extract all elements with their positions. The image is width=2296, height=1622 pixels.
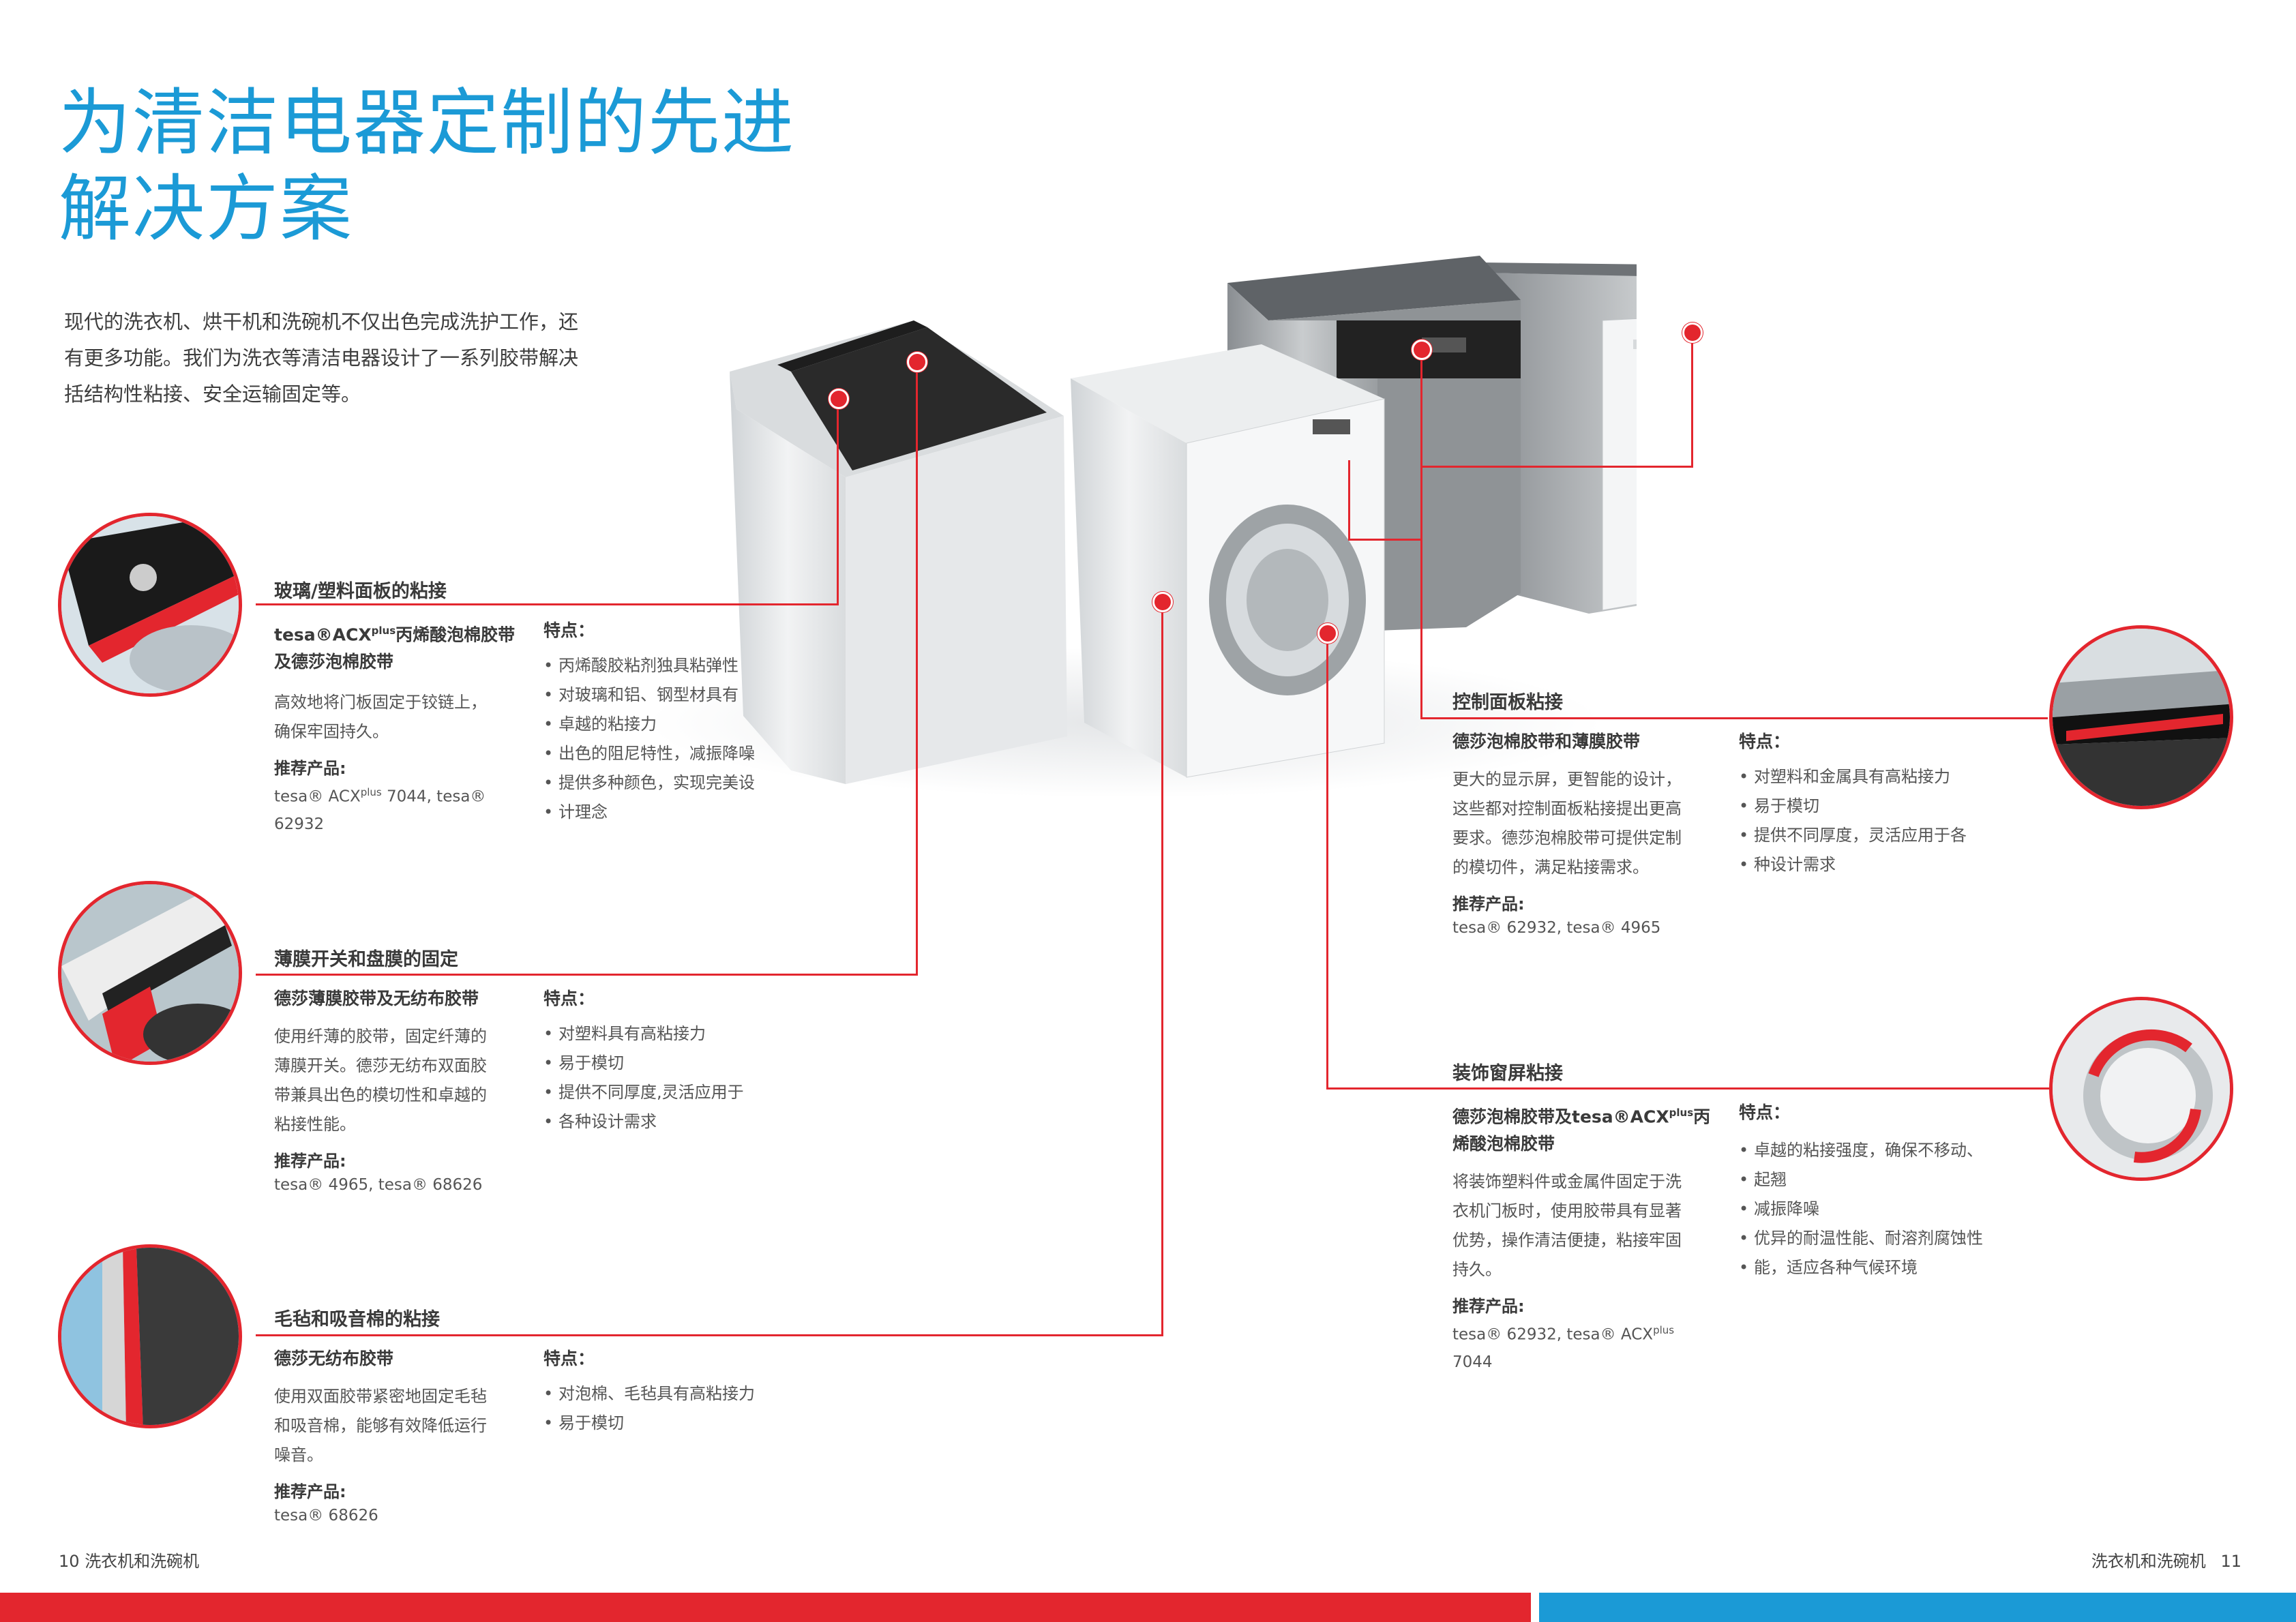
- section-glass-left: tesa®ACXplus丙烯酸泡棉胶带 及德莎泡棉胶带 高效地将门板固定于铰链上…: [274, 617, 520, 838]
- dishwasher-right-graphic: [1483, 262, 1637, 614]
- section-felt-features: 特点： 对泡棉、毛毡具有高粘接力 易于模切: [543, 1345, 789, 1438]
- hotspot-decor-window[interactable]: [1317, 623, 1338, 644]
- page-number-right: 11: [2220, 1552, 2241, 1571]
- section-title-glass: 玻璃/塑料面板的粘接: [274, 581, 447, 602]
- window-recommended: tesa® 62932, tesa® ACXplus 7044: [1452, 1324, 1675, 1371]
- detail-circle-felt: [58, 1244, 242, 1428]
- glass-description: 高效地将门板固定于铰链上，确保牢固持久。: [274, 693, 487, 742]
- section-window-features: 特点： 卓越的粘接强度，确保不移动、 起翘 减振降噪 优异的耐温性能、耐溶剂腐蚀…: [1739, 1099, 2025, 1282]
- felt-recommended: tesa® 68626: [274, 1507, 378, 1525]
- glass-subtitle: tesa®ACXplus丙烯酸泡棉胶带: [274, 625, 516, 645]
- detail-circle-glass-panel: [58, 513, 242, 697]
- hotspot-felt[interactable]: [1152, 592, 1173, 612]
- detail-circle-decor-window: [2049, 997, 2233, 1181]
- section-control-features: 特点： 对塑料和金属具有高粘接力 易于模切 提供不同厚度，灵活应用于各 种设计需…: [1739, 728, 2012, 880]
- detail-circle-membrane: [58, 881, 242, 1065]
- hotspot-glass-panel[interactable]: [829, 389, 849, 409]
- appliances-illustration: [648, 256, 1637, 798]
- section-title-control: 控制面板粘接: [1452, 692, 1563, 713]
- section-felt-left: 德莎无纺布胶带 使用双面胶带紧密地固定毛毡和吸音棉，能够有效降低运行噪音。 推荐…: [274, 1345, 520, 1529]
- membrane-recommended: tesa® 4965, tesa® 68626: [274, 1176, 483, 1194]
- control-description: 更大的显示屏，更智能的设计，这些都对控制面板粘接提出更高 要求。德莎泡棉胶带可提…: [1452, 770, 1682, 877]
- felt-description: 使用双面胶带紧密地固定毛毡和吸音棉，能够有效降低运行噪音。: [274, 1387, 487, 1465]
- hotspot-control-panel[interactable]: [1412, 340, 1432, 360]
- page-title: 为清洁电器定制的先进 解决方案: [59, 81, 795, 251]
- window-description: 将装饰塑料件或金属件固定于洗衣机门板时，使用胶带具有显著 优势，操作清洁便捷，粘…: [1452, 1172, 1682, 1280]
- footer-bar-red: [0, 1593, 1531, 1622]
- hotspot-dishwasher-door[interactable]: [1682, 322, 1703, 343]
- section-title-membrane: 薄膜开关和盘膜的固定: [274, 949, 458, 970]
- section-control-left: 德莎泡棉胶带和薄膜胶带 更大的显示屏，更智能的设计，这些都对控制面板粘接提出更高…: [1452, 728, 1712, 942]
- page-number-left: 10: [59, 1552, 80, 1571]
- footer-right: 洗衣机和洗碗机 11: [2091, 1552, 2241, 1571]
- section-membrane-left: 德莎薄膜胶带及无纺布胶带 使用纤薄的胶带，固定纤薄的薄膜开关。德莎无纺布双面胶 …: [274, 985, 520, 1199]
- window-subtitle: 德莎泡棉胶带及tesa®ACXplus丙: [1452, 1107, 1711, 1127]
- control-recommended: tesa® 62932, tesa® 4965: [1452, 919, 1661, 937]
- intro-paragraph: 现代的洗衣机、烘干机和洗碗机不仅出色完成洗护工作，还 有更多功能。我们为洗衣等清…: [64, 310, 579, 406]
- section-title-window: 装饰窗屏粘接: [1452, 1063, 1563, 1084]
- front-load-washer-graphic: [1071, 344, 1385, 778]
- membrane-description: 使用纤薄的胶带，固定纤薄的薄膜开关。德莎无纺布双面胶 带兼具出色的模切性和卓越的…: [274, 1027, 487, 1134]
- hotspot-membrane-switch[interactable]: [907, 352, 927, 372]
- footer-bar-blue: [1539, 1593, 2296, 1622]
- detail-circle-control-panel: [2049, 625, 2233, 809]
- section-window-left: 德莎泡棉胶带及tesa®ACXplus丙 烯酸泡棉胶带 将装饰塑料件或金属件固定…: [1452, 1099, 1712, 1376]
- section-glass-features: 特点： 丙烯酸胶粘剂独具粘弹性 对玻璃和铝、钢型材具有 卓越的粘接力 出色的阻尼…: [543, 617, 789, 827]
- glass-recommended: tesa® ACXplus 7044, tesa® 62932: [274, 786, 486, 833]
- footer-left: 10 洗衣机和洗碗机: [59, 1552, 200, 1571]
- section-membrane-features: 特点： 对塑料具有高粘接力 易于模切 提供不同厚度,灵活应用于 各种设计需求: [543, 985, 789, 1137]
- section-title-felt: 毛毡和吸音棉的粘接: [274, 1309, 440, 1330]
